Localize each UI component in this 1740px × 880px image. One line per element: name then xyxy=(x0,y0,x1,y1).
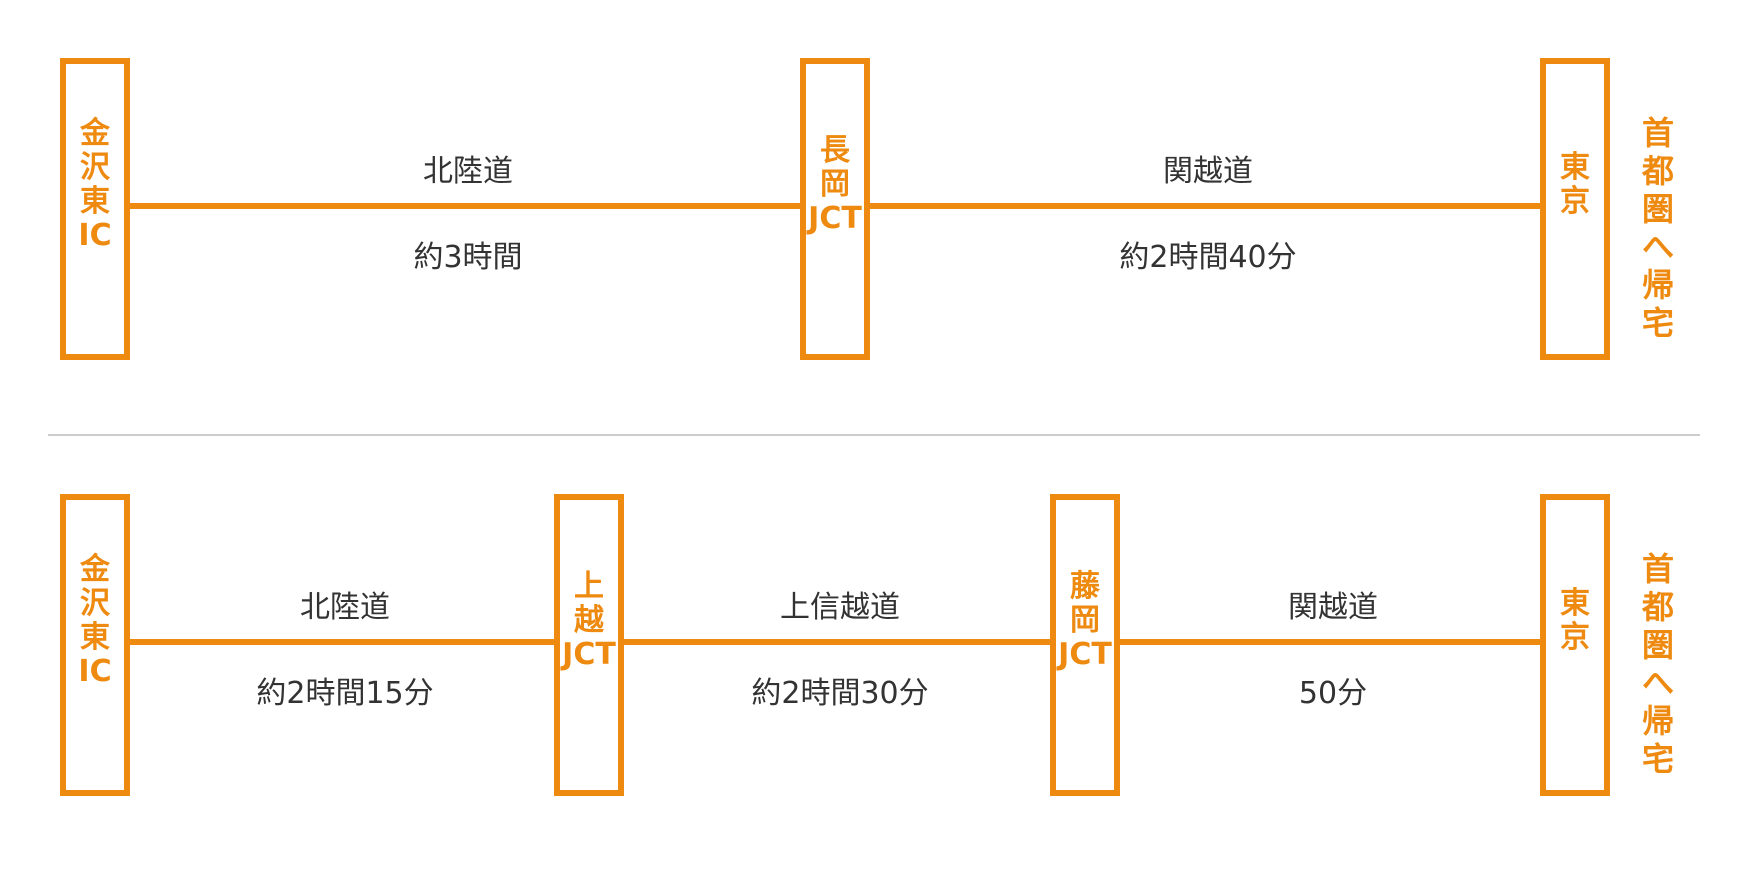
destination-label: 首 都 圏 へ 帰 宅 xyxy=(1641,550,1674,778)
route-divider xyxy=(48,434,1700,436)
node-joetsu-jct: 上 越 JCT xyxy=(554,494,624,796)
node-fujioka-jct: 藤 岡 JCT xyxy=(1050,494,1120,796)
node-label: 金 沢 東 IC xyxy=(78,116,112,253)
road-line-hokuriku xyxy=(130,639,560,645)
segment-travel-time: 50分 xyxy=(1298,676,1368,711)
node-label: 長 岡 JCT xyxy=(808,133,862,236)
road-line-kanetsu xyxy=(1120,639,1546,645)
node-label: 藤 岡 JCT xyxy=(1058,569,1112,672)
segment-road-name: 北陸道 xyxy=(300,590,390,625)
segment-road-name: 関越道 xyxy=(1288,590,1378,625)
destination-label: 首 都 圏 へ 帰 宅 xyxy=(1641,114,1674,342)
road-line-kanetsu xyxy=(870,203,1546,209)
node-tokyo: 東 京 xyxy=(1540,494,1610,796)
node-label: 上 越 JCT xyxy=(562,569,616,672)
segment-road-name: 関越道 xyxy=(1163,154,1253,189)
node-label: 東 京 xyxy=(1560,150,1590,219)
node-kanazawa-higashi-ic: 金 沢 東 IC xyxy=(60,58,130,360)
segment-road-name: 上信越道 xyxy=(780,590,900,625)
segment-travel-time: 約2時間15分 xyxy=(256,676,434,711)
node-label: 東 京 xyxy=(1560,586,1590,655)
route-2: 金 沢 東 IC 上 越 JCT 藤 岡 JCT 東 京 北陸道 約2時間15分… xyxy=(0,494,1740,814)
segment-road-name: 北陸道 xyxy=(423,154,513,189)
route-1: 金 沢 東 IC 長 岡 JCT 東 京 北陸道 約3時間 関越道 約2時間40… xyxy=(0,58,1740,378)
segment-travel-time: 約3時間 xyxy=(413,240,523,275)
node-label: 金 沢 東 IC xyxy=(78,552,112,689)
segment-travel-time: 約2時間40分 xyxy=(1119,240,1297,275)
node-kanazawa-higashi-ic: 金 沢 東 IC xyxy=(60,494,130,796)
road-line-hokuriku xyxy=(130,203,806,209)
road-line-joshinetsu xyxy=(624,639,1056,645)
node-tokyo: 東 京 xyxy=(1540,58,1610,360)
node-nagaoka-jct: 長 岡 JCT xyxy=(800,58,870,360)
segment-travel-time: 約2時間30分 xyxy=(751,676,929,711)
